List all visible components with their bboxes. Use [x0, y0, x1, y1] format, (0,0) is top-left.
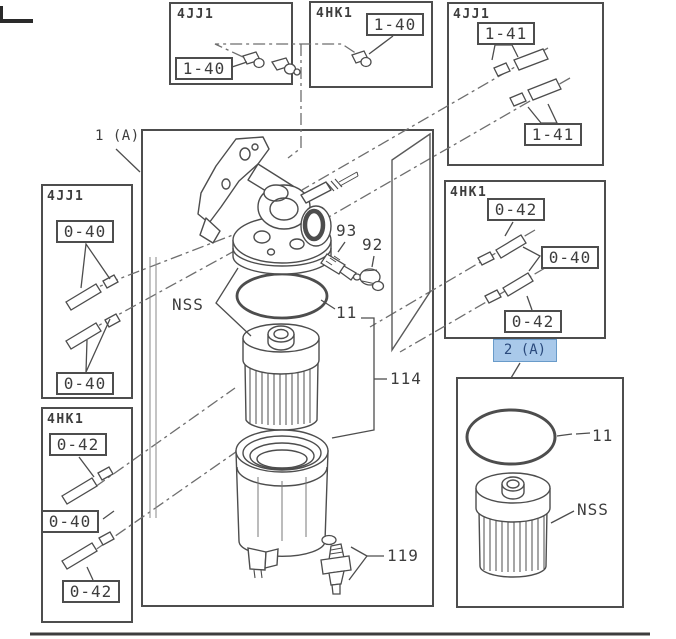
part-tag-1-40-tl[interactable]: 1-40: [175, 57, 233, 80]
filter-element-drawing: [242, 323, 320, 431]
panel-bottom-left-title: 4HK1: [47, 412, 85, 427]
hose-icon: [61, 531, 115, 570]
callout-nss-main: NSS: [172, 295, 204, 314]
part-tag-0-42-bl-lower[interactable]: 0-42: [62, 580, 120, 603]
panel-top-mid-title: 4HK1: [316, 6, 354, 21]
callout-11-main: 11: [336, 303, 358, 322]
hose-icon: [477, 234, 527, 266]
callout-11-variant: 11: [592, 426, 614, 445]
vent-plug-drawing: [320, 253, 362, 281]
part-tag-0-42-mr-lower[interactable]: 0-42: [504, 310, 562, 333]
part-tag-0-42-mr-upper[interactable]: 0-42: [487, 198, 545, 221]
part-tag-1-41-lower[interactable]: 1-41: [524, 123, 582, 146]
part-tag-0-40-mr-mid[interactable]: 0-40: [541, 246, 599, 269]
variant-oring-drawing: [465, 408, 557, 466]
part-tag-0-40-ml-upper[interactable]: 0-40: [56, 220, 114, 243]
callout-nss-variant: NSS: [577, 500, 609, 519]
drain-plug-drawing: [359, 268, 385, 292]
bolt-icon: [242, 51, 265, 69]
panel-mid-left-title: 4JJ1: [47, 189, 85, 204]
panel-part-icons: [61, 48, 562, 570]
panel-top-right-title: 4JJ1: [453, 7, 491, 22]
hose-icon: [484, 272, 534, 304]
sensor-drawing: [320, 534, 352, 595]
part-tag-0-42-bl-upper[interactable]: 0-42: [49, 433, 107, 456]
pipe-icon: [493, 48, 549, 77]
mounting-plate-drawing: [391, 132, 431, 353]
sediment-bowl-drawing: [235, 429, 329, 579]
variant-element-drawing: [475, 472, 551, 578]
bolt-icon: [270, 57, 301, 76]
callout-119: 119: [387, 546, 419, 565]
part-tag-1-40-tm[interactable]: 1-40: [366, 13, 424, 36]
assembly-callout-1a: 1 (A): [95, 128, 140, 144]
callout-114: 114: [390, 369, 422, 388]
hose-icon: [61, 466, 114, 505]
part-tag-0-40-ml-lower[interactable]: 0-40: [56, 372, 114, 395]
callout-93: 93: [336, 221, 358, 240]
fuel-line-drawing: [149, 257, 157, 518]
callout-92: 92: [362, 235, 384, 254]
corner-fragment: [0, 6, 33, 23]
filter-head-drawing: [197, 136, 359, 275]
variant-callout-2a[interactable]: 2 (A): [493, 339, 557, 362]
part-tag-1-41-upper[interactable]: 1-41: [477, 22, 535, 45]
leader-lines: [78, 35, 591, 581]
part-tag-0-40-bl-mid[interactable]: 0-40: [41, 510, 99, 533]
panel-top-left-title: 4JJ1: [177, 7, 215, 22]
bolt-icon: [351, 50, 372, 68]
hose-icon: [65, 274, 119, 311]
pipe-icon: [509, 78, 562, 107]
panel-mid-right-title: 4HK1: [450, 185, 488, 200]
